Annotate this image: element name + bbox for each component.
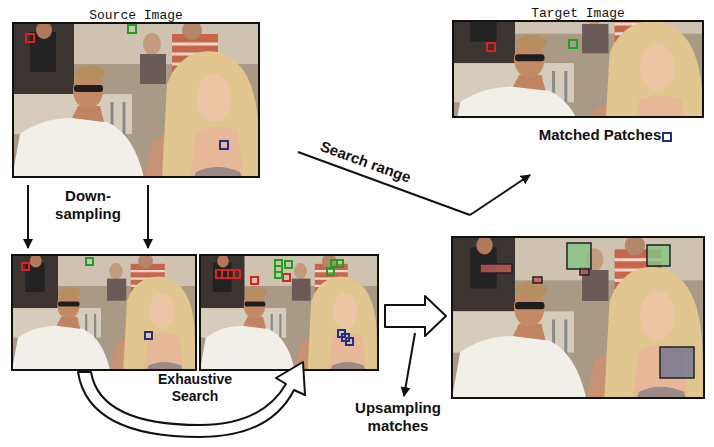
panel-heading: Source Image: [14, 8, 258, 23]
step-label: Exhaustive Search: [147, 371, 243, 405]
image-panel: Target Image: [452, 20, 704, 118]
line-label: Search range: [318, 137, 413, 186]
step-label: Down-sampling: [46, 187, 130, 223]
step-label: Upsampling matches: [348, 399, 448, 435]
panel-heading: Target Image: [454, 6, 702, 21]
image-panel: Source Image: [12, 22, 260, 178]
caption-label: Matched Patches: [525, 126, 675, 144]
